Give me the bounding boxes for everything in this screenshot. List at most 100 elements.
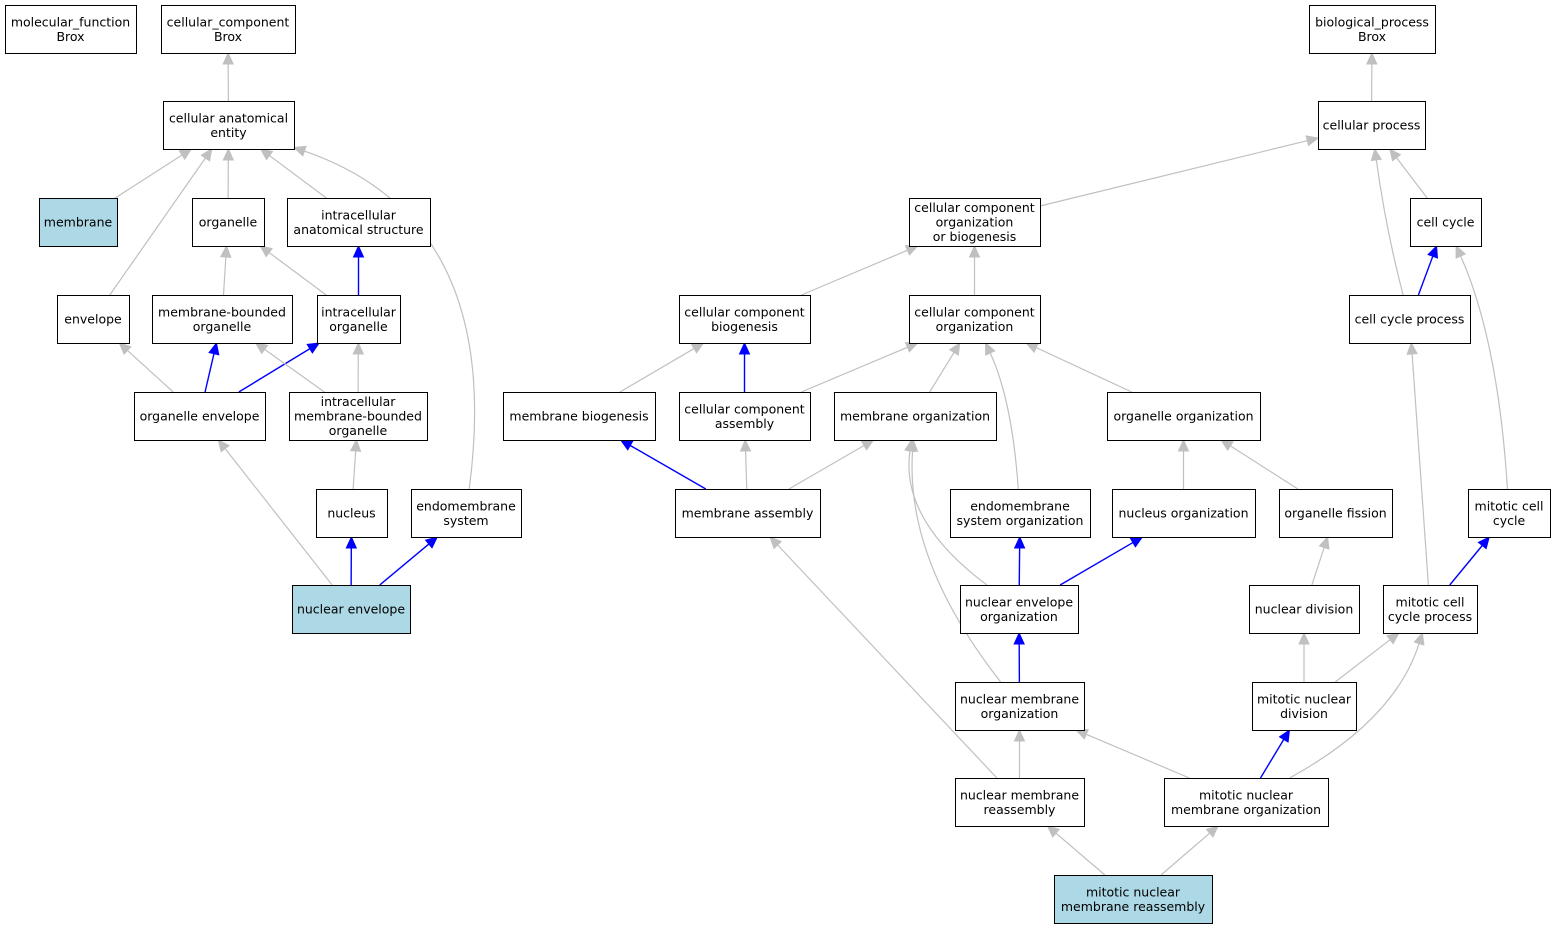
node-cell-cycle-process[interactable]: cell cycle process	[1349, 295, 1471, 344]
node-label-line: organelle envelope	[140, 409, 260, 424]
node-nuclear-envelope[interactable]: nuclear envelope	[292, 585, 411, 634]
edge-arrowhead	[1455, 244, 1467, 259]
node-label-line: envelope	[64, 312, 122, 327]
edge-arrowhead	[739, 438, 752, 452]
node-label-line: anatomical structure	[293, 222, 423, 237]
node-box	[503, 392, 656, 441]
node-cell-cycle[interactable]: cell cycle	[1410, 198, 1482, 247]
edge-line	[1460, 255, 1509, 490]
edge-intracellular-organelle-to-intracellular-anatomical-structure	[352, 244, 365, 295]
edge-arrowhead	[349, 438, 362, 452]
edge-cc-assembly-to-cc-biogenesis	[738, 341, 751, 392]
node-label-line: mitotic cell	[1396, 594, 1465, 609]
edge-nuclear-envelope-to-organelle-envelope	[217, 439, 333, 586]
node-box	[134, 392, 266, 441]
node-label-line: organelle	[193, 319, 252, 334]
node-label-line: system organization	[957, 513, 1084, 528]
node-label-line: cell cycle process	[1355, 312, 1465, 327]
edge-cc-assembly-to-cc-organization	[801, 342, 919, 393]
edge-membrane-to-cellular-anatomical-entity	[114, 148, 193, 199]
node-box	[161, 5, 296, 54]
node-box	[192, 198, 265, 247]
node-envelope[interactable]: envelope	[57, 295, 130, 344]
node-box	[163, 101, 295, 150]
edge-arrowhead	[690, 342, 705, 354]
edge-arrowhead	[1370, 147, 1383, 162]
node-membrane-biogenesis[interactable]: membrane biogenesis	[503, 392, 656, 441]
node-label-line: organization	[980, 609, 1058, 624]
node-organelle[interactable]: organelle	[192, 198, 265, 247]
node-box	[1349, 295, 1471, 344]
node-box	[955, 778, 1085, 827]
edge-line	[1289, 643, 1420, 779]
edge-line	[911, 450, 1002, 683]
node-nuclear-division[interactable]: nuclear division	[1249, 585, 1360, 634]
node-membrane-assembly[interactable]: membrane assembly	[675, 489, 821, 538]
edge-arrowhead	[200, 148, 213, 162]
node-label-line: membrane-bounded	[158, 304, 286, 319]
node-label-line: organization	[981, 706, 1059, 721]
edge-arrowhead	[1298, 631, 1310, 645]
edge-cell-cycle-process-to-cell-cycle	[1417, 244, 1439, 296]
edge-arrowhead	[259, 245, 273, 258]
node-organelle-envelope[interactable]: organelle envelope	[134, 392, 266, 441]
edge-nuclear-envelope-to-endomembrane-system	[379, 536, 439, 586]
edge-intracellular-organelle-to-organelle	[259, 245, 327, 296]
node-label-line: assembly	[715, 416, 775, 431]
node-cellular-process[interactable]: cellular process	[1318, 101, 1426, 150]
node-membrane[interactable]: membrane	[39, 198, 118, 247]
edge-arrowhead	[1129, 536, 1144, 548]
edge-membrane-assembly-to-membrane-organization	[788, 439, 875, 490]
node-box	[1112, 489, 1256, 538]
node-organelle-organization[interactable]: organelle organization	[1107, 392, 1261, 441]
node-organelle-fission[interactable]: organelle fission	[1279, 489, 1393, 538]
edge-line	[1396, 157, 1428, 199]
edge-mitotic-cell-cycle-process-to-cell-cycle-process	[1406, 341, 1429, 586]
edge-line	[304, 150, 476, 490]
node-nucleus-organization[interactable]: nucleus organization	[1112, 489, 1256, 538]
node-label-line: cellular component	[684, 304, 804, 319]
edge-arrowhead	[208, 341, 220, 356]
node-label-line: organization	[936, 215, 1014, 230]
node-label-line: mitotic nuclear	[1199, 787, 1294, 802]
edge-line	[1311, 547, 1325, 586]
node-membrane-organization[interactable]: membrane organization	[834, 392, 997, 441]
edge-line	[222, 256, 227, 296]
edge-line	[1086, 733, 1190, 779]
node-box	[317, 295, 401, 344]
node-label-line: intracellular	[321, 207, 397, 222]
node-label-line: organelle fission	[1284, 506, 1386, 521]
edge-line	[1417, 256, 1434, 296]
node-box	[1252, 682, 1357, 731]
node-nucleus[interactable]: nucleus	[316, 489, 388, 538]
node-label-line: division	[1280, 706, 1328, 721]
edge-arrowhead	[1278, 728, 1291, 743]
edge-mitotic-cell-cycle-to-cell-cycle	[1455, 244, 1509, 490]
edge-nucleus-to-intracellular-mbo	[349, 438, 362, 490]
node-label-line: membrane reassembly	[1061, 899, 1206, 914]
edge-intracellular-anatomical-structure-to-cellular-anatomical-entity	[259, 148, 327, 199]
